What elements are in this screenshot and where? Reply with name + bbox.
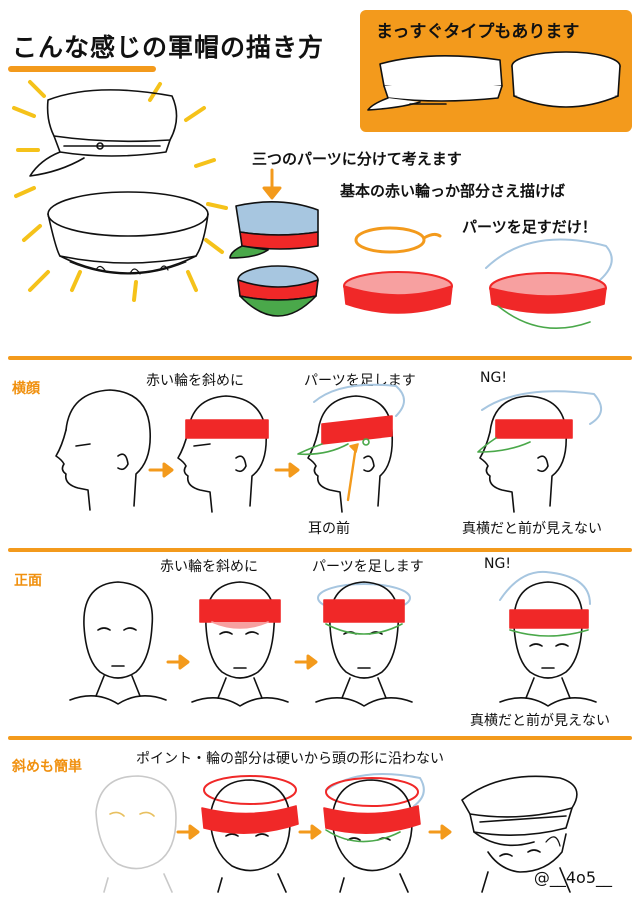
- profile-head-2: [177, 395, 269, 513]
- orange-arrow-icon: [298, 824, 322, 840]
- cap-side-sketch: [29, 89, 178, 177]
- front-head-ng: [499, 570, 597, 707]
- front-head-2: [191, 581, 289, 707]
- ear-front-note: 耳の前: [308, 521, 350, 537]
- credit-handle: @__4o5__: [533, 868, 612, 887]
- orange-arrow-icon: [294, 654, 318, 670]
- orange-arrow-icon: [166, 654, 190, 670]
- straight-type-caption: まっすぐタイプもあります: [376, 22, 580, 42]
- diagonal-head-1: [95, 775, 177, 893]
- front-step2-label: パーツを足します: [312, 559, 424, 575]
- three-parts-label: 三つのパーツに分けて考えます: [252, 150, 462, 168]
- profile-ng-label: NG!: [480, 370, 507, 386]
- red-ring-icon: [343, 271, 453, 314]
- section-label-front: 正面: [14, 573, 42, 589]
- page-title: こんな感じの軍帽の描き方: [12, 33, 325, 62]
- glow-rays: [12, 80, 228, 302]
- section-divider-3: [8, 736, 632, 740]
- profile-head-ng: [477, 390, 602, 513]
- add-parts-label: パーツを足すだけ！: [462, 218, 597, 236]
- diagonal-point-note: ポイント・輪の部分は硬いから頭の形に沿わない: [136, 751, 444, 767]
- straight-cap-side: [367, 55, 503, 111]
- cap-front-sketch: [47, 191, 209, 275]
- diagonal-head-final: [461, 775, 578, 893]
- orange-loop-sketch: [354, 226, 442, 254]
- profile-head-1: [55, 389, 152, 511]
- red-ring-with-parts: [485, 238, 613, 330]
- basic-ring-label: 基本の赤い輪っか部分さえ描けば: [340, 182, 566, 200]
- diagonal-head-3: [323, 773, 425, 893]
- profile-ng-note: 真横だと前が見えない: [462, 521, 602, 537]
- orange-arrow-icon: [428, 824, 452, 840]
- title-underline: [8, 66, 156, 72]
- straight-cap-front: [511, 51, 621, 108]
- down-arrow-icon: [262, 168, 282, 200]
- section-label-diagonal: 斜めも簡単: [12, 759, 82, 775]
- section-divider-2: [8, 548, 632, 552]
- front-head-3: [315, 581, 413, 707]
- front-ng-label: NG!: [484, 556, 511, 572]
- front-ng-note: 真横だと前が見えない: [470, 713, 610, 729]
- profile-step1-label: 赤い輪を斜めに: [146, 373, 244, 389]
- profile-head-3: [297, 383, 405, 513]
- section-divider-1: [8, 356, 632, 360]
- diagonal-head-2: [201, 775, 299, 893]
- section-label-profile: 横顔: [12, 381, 40, 397]
- color-cap-side: [229, 201, 319, 259]
- front-step1-label: 赤い輪を斜めに: [160, 559, 258, 575]
- orange-arrow-icon: [274, 462, 300, 478]
- orange-arrow-icon: [148, 462, 174, 478]
- front-head-1: [69, 581, 167, 705]
- color-cap-front: [237, 265, 319, 317]
- orange-arrow-icon: [176, 824, 200, 840]
